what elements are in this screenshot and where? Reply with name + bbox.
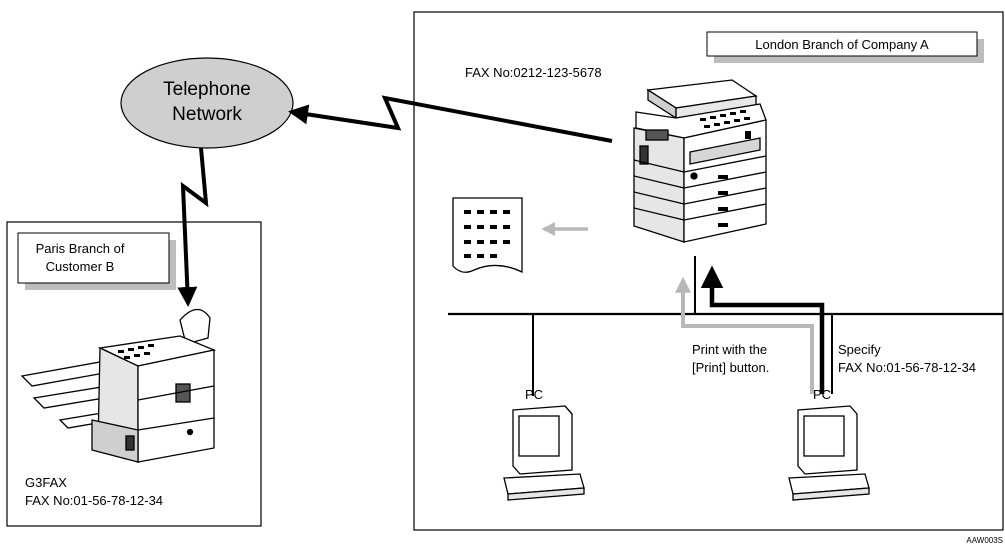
london-branch-label: London Branch of Company A: [706, 31, 984, 63]
paris-device-type: G3FAX: [25, 475, 67, 490]
paris-fax-number: FAX No:01-56-78-12-34: [25, 493, 163, 508]
london-fax-number: FAX No:0212-123-5678: [465, 65, 602, 80]
network-label-line1: Telephone: [163, 79, 251, 100]
pc-icon: [788, 405, 870, 501]
network-label-line2: Network: [172, 104, 242, 125]
print-instruction-line1: Print with the: [692, 342, 767, 357]
pc-right-label: PC: [813, 387, 831, 402]
pc-icon: [503, 405, 585, 501]
lightning-line-icon: [288, 95, 613, 143]
specify-path-arrow: [700, 265, 825, 394]
multifunction-printer-icon: [633, 79, 767, 243]
telephone-network: Telephone Network: [120, 57, 294, 149]
specify-instruction-line2: FAX No:01-56-78-12-34: [838, 360, 976, 375]
paris-branch-title-line1: Paris Branch of: [36, 241, 125, 256]
print-instruction-line2: [Print] button.: [692, 360, 769, 375]
paris-branch-label: Paris Branch of Customer B: [17, 232, 176, 290]
london-branch-frame: [413, 11, 1004, 531]
paris-branch-frame: [6, 221, 262, 527]
paris-branch-title-line2: Customer B: [46, 259, 115, 274]
fax-machine-icon: [20, 308, 217, 463]
figure-code: AAW003S: [966, 536, 1003, 545]
document-icon: [452, 197, 523, 274]
lightning-line-icon: [177, 147, 209, 307]
print-path-arrow: [675, 276, 814, 394]
london-branch-title: London Branch of Company A: [755, 37, 929, 52]
specify-instruction-line1: Specify: [838, 342, 881, 357]
pc-left-label: PC: [525, 387, 543, 402]
